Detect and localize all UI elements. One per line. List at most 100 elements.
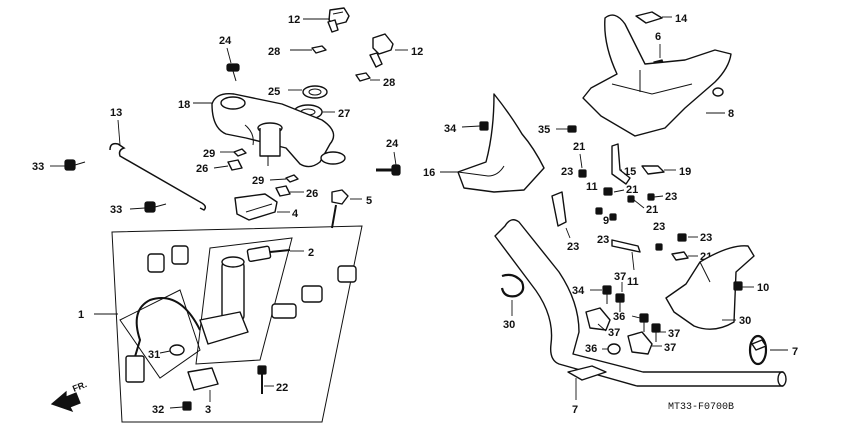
part-ignition-switch <box>199 245 291 345</box>
label-23d: 23 <box>597 234 609 246</box>
label-26b: 26 <box>306 188 318 200</box>
label-33b: 33 <box>110 204 122 216</box>
label-34b: 10 <box>757 282 769 294</box>
part-15-stay <box>611 143 631 185</box>
label-30b: 7 <box>792 346 798 358</box>
label-2: 2 <box>308 247 314 259</box>
part-29-upper <box>233 148 247 157</box>
label-27: 27 <box>338 108 350 120</box>
label-21c: 21 <box>646 204 658 216</box>
label-37b: 37 <box>614 271 626 283</box>
label-11a: 11 <box>586 181 598 193</box>
part-5-key <box>331 189 349 229</box>
part-30-clamp-right <box>748 334 768 366</box>
part-18-top-bridge <box>211 93 346 168</box>
label-21a: 21 <box>573 141 585 153</box>
part-wire-harness <box>129 297 201 379</box>
part-36-holders <box>585 307 653 355</box>
part-4-holder <box>234 193 278 221</box>
label-24a: 24 <box>219 35 232 47</box>
label-37d: 37 <box>668 328 680 340</box>
label-23b: 23 <box>665 191 677 203</box>
part-31 <box>169 344 185 356</box>
part-34-lower <box>733 281 743 291</box>
label-6: 6 <box>655 31 661 43</box>
label-24b: 24 <box>386 138 399 150</box>
part-30-clamp-left <box>500 273 525 298</box>
front-direction-arrow: FR. <box>50 379 88 413</box>
part-29-lower <box>285 174 299 183</box>
part-handlebar <box>494 219 787 387</box>
label-29a: 29 <box>203 148 215 160</box>
label-23a: 23 <box>561 166 573 178</box>
part-12-lower <box>369 33 394 68</box>
label-36a: 37 <box>608 327 620 339</box>
part-14 <box>635 11 663 24</box>
part-28-upper <box>311 45 327 54</box>
part-3-bracket <box>187 367 219 391</box>
label-10: 11 <box>627 276 639 288</box>
label-25: 25 <box>268 86 280 98</box>
label-28a: 28 <box>268 46 280 58</box>
label-23e: 23 <box>653 221 665 233</box>
label-23c: 9 <box>603 215 609 227</box>
label-7: 7 <box>572 404 578 416</box>
front-direction-label: FR. <box>71 379 88 394</box>
part-13-wire-stay <box>109 142 207 211</box>
part-20 <box>607 343 621 355</box>
label-13: 13 <box>110 107 122 119</box>
part-26-lower <box>275 185 291 197</box>
part-22-bolt <box>257 365 267 394</box>
part-connector <box>125 355 145 383</box>
label-26a: 26 <box>196 163 208 175</box>
diagram-code: MT33-F0700B <box>668 402 734 413</box>
label-29b: 29 <box>252 175 264 187</box>
part-25-nut <box>302 85 328 99</box>
part-1-kit-frame <box>111 225 363 423</box>
label-16: 16 <box>423 167 435 179</box>
part-33-bolt-upper <box>64 159 86 171</box>
label-5: 5 <box>366 195 372 207</box>
label-32: 32 <box>152 404 164 416</box>
part-8-fairing-stay <box>582 14 732 137</box>
label-19: 19 <box>679 166 691 178</box>
label-12b: 12 <box>411 46 423 58</box>
part-37-bolts <box>602 285 661 342</box>
label-20: 36 <box>585 343 597 355</box>
part-12-upper <box>327 7 350 33</box>
label-17: 30 <box>739 315 751 327</box>
label-12a: 12 <box>288 14 300 26</box>
label-3: 3 <box>205 404 211 416</box>
label-21b: 21 <box>626 184 638 196</box>
part-28-lower <box>355 72 371 82</box>
label-35: 35 <box>538 124 550 136</box>
label-14: 14 <box>675 13 688 25</box>
part-32-screw <box>182 401 192 411</box>
label-15: 15 <box>624 166 636 178</box>
part-7-plate <box>567 365 607 381</box>
part-35 <box>567 125 577 133</box>
label-30a: 30 <box>503 319 515 331</box>
part-lock-cylinders <box>147 245 357 319</box>
label-4: 4 <box>292 208 299 220</box>
label-34a: 34 <box>444 123 457 135</box>
label-18: 18 <box>178 99 190 111</box>
part-24-bolt-lower <box>376 164 401 176</box>
part-16-inner-panel <box>457 93 545 193</box>
part-19 <box>641 165 665 175</box>
label-33a: 33 <box>32 161 44 173</box>
label-36b: 37 <box>664 342 676 354</box>
part-9-bracket <box>551 191 567 227</box>
label-1: 1 <box>78 309 84 321</box>
label-8: 8 <box>728 108 734 120</box>
label-37a: 34 <box>572 285 585 297</box>
part-17-outer-panel <box>665 245 755 330</box>
part-small-hardware <box>578 169 689 261</box>
label-21d: 23 <box>700 232 712 244</box>
label-31: 31 <box>148 349 160 361</box>
label-9: 23 <box>567 241 579 253</box>
label-22: 22 <box>276 382 288 394</box>
part-34-upper <box>479 121 489 131</box>
label-37c: 36 <box>613 311 625 323</box>
